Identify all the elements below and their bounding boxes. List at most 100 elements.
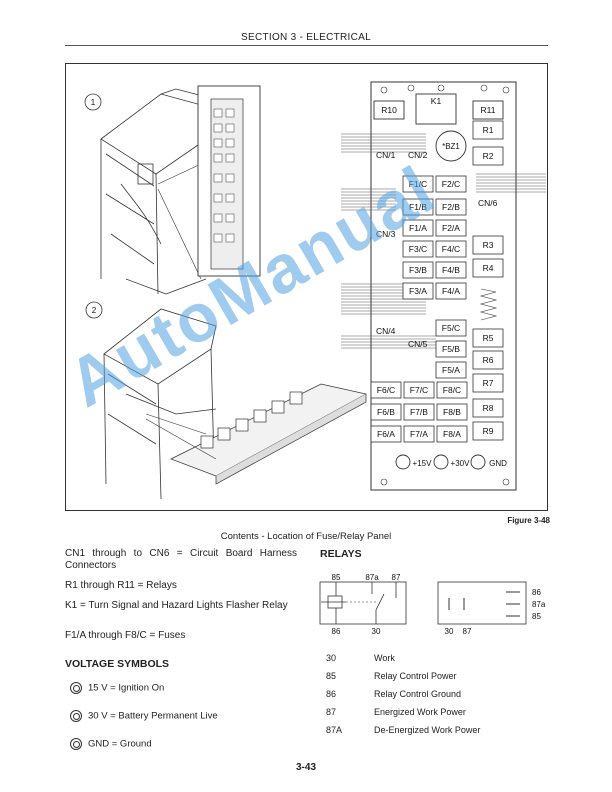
fuse-f3c: F3/C [409, 244, 427, 254]
pin-86: 86 [332, 627, 341, 636]
definition-connectors: CN1 through to CN6 = Circuit Board Harne… [65, 548, 297, 571]
header-rule [65, 45, 548, 46]
voltage-gnd-label: GND = Ground [88, 738, 152, 750]
voltage-30v: 30 V = Battery Permanent Live [70, 710, 218, 722]
relay-r11: R11 [472, 100, 504, 120]
voltage-heading: VOLTAGE SYMBOLS [65, 658, 170, 670]
svg-text:CN/6: CN/6 [478, 198, 498, 208]
board-inset [145, 383, 367, 485]
fuse-f7c: F7/C [410, 385, 428, 395]
pin-85: 85 [332, 573, 341, 582]
relay-diagram-2: 86 87a 85 30 87 [437, 581, 546, 636]
terminal-symbol-icon [70, 738, 82, 750]
callout-1: 1 [84, 93, 102, 111]
pin2-87a: 87a [532, 600, 546, 609]
svg-text:*BZ1: *BZ1 [442, 142, 460, 151]
terminal-row: +15V +30V GND [395, 454, 507, 470]
svg-text:1: 1 [91, 98, 96, 107]
voltage-15v-label: 15 V = Ignition On [88, 682, 165, 694]
relay-r4: R4 [483, 263, 494, 273]
relays-heading: RELAYS [320, 548, 362, 560]
connector-cn6: CN/6 [478, 198, 498, 208]
relay-r10: R10 [373, 100, 405, 120]
fuse-f5a: F5/A [442, 365, 460, 375]
table-row: 86 [326, 689, 337, 699]
table-row: 30 [326, 653, 337, 663]
page-number: 3-43 [295, 762, 316, 773]
pin2-86: 86 [532, 588, 541, 597]
fuse-f7a: F7/A [410, 429, 428, 439]
relay-r1: R1 [483, 125, 494, 135]
svg-text:K1: K1 [431, 96, 442, 106]
figure-label: Figure 3-48 [507, 516, 550, 525]
definition-fuses: F1/A through F8/C = Fuses [65, 630, 186, 641]
connector-cn2: CN/2 [408, 150, 428, 160]
fuse-f5c: F5/C [442, 323, 460, 333]
svg-text:CN/2: CN/2 [408, 150, 428, 160]
fuse-f2a: F2/A [442, 223, 460, 233]
relay-r5: R5 [483, 333, 494, 343]
fuse-f8b: F8/B [443, 407, 461, 417]
fuse-f3a: F3/A [409, 286, 427, 296]
fuse-labels: F1/C F2/C F1/B F2/B F1/A F2/A F3/C F4/C … [377, 179, 462, 439]
fuse-f8c: F8/C [443, 385, 461, 395]
fuse-f6b: F6/B [377, 407, 395, 417]
fuse-f3b: F3/B [409, 265, 427, 275]
terminal-symbol-icon [70, 682, 82, 694]
connector-cn1: CN/1 [376, 150, 396, 160]
fuse-f6c: F6/C [377, 385, 395, 395]
table-row: 85 [326, 671, 337, 681]
table-cell: Work [374, 653, 395, 663]
section-header: SECTION 3 - ELECTRICAL [241, 32, 371, 43]
fuse-f1b: F1/B [409, 202, 427, 212]
pin2-85: 85 [532, 612, 541, 621]
spring-detail [479, 288, 498, 321]
figure-caption: Contents - Location of Fuse/Relay Panel [220, 531, 392, 542]
fuse-f8a: F8/A [443, 429, 461, 439]
table-cell: Relay Control Power [374, 671, 457, 681]
figure-frame: 1 2 [65, 63, 548, 511]
table-row: 87 [326, 707, 337, 717]
svg-text:CN/3: CN/3 [376, 229, 396, 239]
terminal-gnd: GND [489, 459, 507, 468]
voltage-gnd: GND = Ground [70, 738, 152, 750]
pin-30: 30 [372, 627, 381, 636]
pin-87a: 87a [365, 573, 379, 582]
relay-r6: R6 [483, 355, 494, 365]
fuse-f4a: F4/A [442, 286, 460, 296]
pin2-30: 30 [445, 627, 454, 636]
fuse-f1a: F1/A [409, 223, 427, 233]
relay-diagrams: 85 87a 87 86 30 86 87a 85 30 87 [319, 573, 546, 636]
fuse-relay-figure: 1 2 [84, 81, 546, 500]
voltage-30v-label: 30 V = Battery Permanent Live [88, 710, 218, 722]
svg-text:CN/4: CN/4 [376, 326, 396, 336]
buzzer-bz1: *BZ1 [435, 130, 467, 162]
connector-cn3: CN/3 [376, 229, 396, 239]
svg-text:R11: R11 [481, 105, 496, 115]
fuse-f2c: F2/C [442, 179, 460, 189]
relay-r3: R3 [483, 240, 494, 250]
svg-text:2: 2 [92, 306, 97, 315]
pin2-87: 87 [463, 627, 472, 636]
fuse-f4b: F4/B [442, 265, 460, 275]
flasher-k1: K1 [415, 93, 457, 125]
relay-labels: R1 R2 R3 R4 R5 R6 R7 R8 R9 [483, 125, 494, 436]
fuse-f6a: F6/A [377, 429, 395, 439]
fuse-f2b: F2/B [442, 202, 460, 212]
fuse-f5b: F5/B [442, 344, 460, 354]
terminal-30v: +30V [451, 459, 471, 468]
fuse-f7b: F7/B [410, 407, 428, 417]
svg-text:CN/1: CN/1 [376, 150, 396, 160]
relay-diagram-1: 85 87a 87 86 30 [319, 573, 407, 636]
table-row: 87A [326, 725, 343, 735]
leader-line-1 [157, 163, 202, 280]
definition-relays: R1 through R11 = Relays [65, 580, 177, 591]
fuse-relay-panel: R10 K1 R11 *BZ1 CN/1 CN/2 CN/3 CN/4 CN/5… [341, 81, 546, 491]
terminal-15v: +15V [413, 459, 433, 468]
panel-inset [197, 85, 261, 277]
table-cell: De-Energized Work Power [374, 725, 481, 735]
relay-r8: R8 [483, 403, 494, 413]
definition-k1: K1 = Turn Signal and Hazard Lights Flash… [65, 600, 288, 611]
callout-2: 2 [85, 301, 103, 319]
fuse-f4c: F4/C [442, 244, 460, 254]
